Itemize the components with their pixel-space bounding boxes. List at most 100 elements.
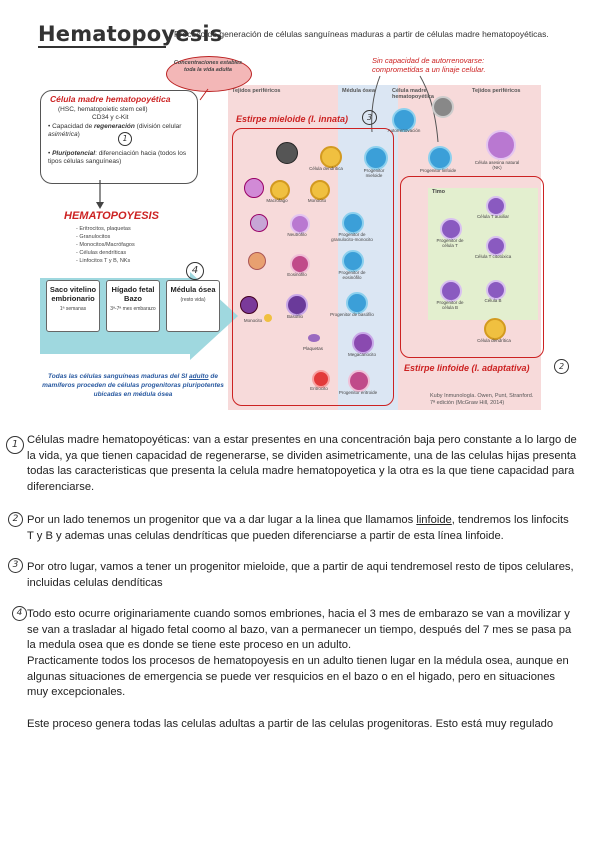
organ-yolk-sac: Saco vitelino embrionario 1ª semanas [46,280,100,332]
lymphoid-progenitor-cell-icon [428,146,452,170]
col-header-stem-cell: Célula madre hematopoyética [392,88,434,100]
dendritic-lymphoid-cell-icon [484,318,506,340]
myeloid-lineage-frame [232,128,394,406]
t-helper-cell-icon [486,196,506,216]
hsc-b1-d: asimétrica [48,131,78,138]
gm-progenitor-label: Progenitor de granulocito-monocito [331,232,373,242]
stable-concentration-oval [166,56,252,92]
nk-cell-icon [486,130,516,160]
circle-number-myeloid: 3 [362,110,377,125]
autorenov-label: Autorrenovación [387,128,421,133]
eos-progenitor-cell-icon [342,250,364,272]
lymphoid-lineage-frame [400,176,544,358]
megakaryocyte-cell-icon [352,332,374,354]
b-progenitor-label: Progenitor de célula B [436,300,464,310]
t-cytotoxic-label: Célula T citotóxica [474,254,512,259]
monocyte-small-label: Monocito [243,318,263,323]
col-header-tissue-right: Tejidos periféricos [472,88,521,94]
list-item: - Monocitos/Macrófagos [76,242,135,248]
hematopoiesis-list-title: HEMATOPOYESIS [64,210,159,222]
b-progenitor-cell-icon [440,280,462,302]
macrophage-photo-icon [244,178,264,198]
eosinophil-label: Eosinófilo [287,272,307,277]
lymphoid-progenitor-label: Progenitor linfoide [419,168,457,173]
figure-subtitle: Proceso de generación de células sanguín… [174,29,549,39]
col-header-bone-marrow: Médula ósea [342,88,376,94]
paragraph-number-4: 4 [12,606,27,621]
t-progenitor-label: Progenitor de célula T [436,238,464,248]
hsc-b1-e: ) [77,131,80,138]
t-cytotoxic-cell-icon [486,236,506,256]
myeloid-lineage-label: Estirpe mieloide (I. innata) [236,114,349,124]
adult-origin-note: Todas las células sanguíneas maduras del… [42,373,224,398]
macrophage-cell-icon [270,180,290,200]
monocyte-label: Monocito [307,198,327,203]
dendritic-label-1: Célula dendrítica [309,166,343,171]
erythrocyte-cell-icon [312,370,330,388]
myeloid-progenitor-label: Progenitor mieloide [363,168,385,178]
neutrophil-cell-icon [290,214,310,234]
red-note-arrows [371,75,439,143]
circle-number-hsc: 1 [118,132,132,146]
hsc-markers: CD34 y c-Kit [92,114,129,121]
paragraph-number-2: 2 [8,512,23,527]
eos-progenitor-label: Progenitor de eosinófilo [338,270,366,280]
paragraph-regulation: Este proceso genera todas las celulas ad… [27,718,554,730]
basophil-photo-icon [240,296,258,314]
basophil-cell-icon [286,294,308,316]
hematopoiesis-list: - Eritrocitos, plaquetas - Granulocitos … [76,226,135,264]
no-self-renewal-line1: Sin capacidad de autorrenovarse: [372,56,485,65]
paragraph-myeloid: Por otro lugar, vamos a tener un progeni… [27,561,574,589]
organ-fetal-liver: Hígado fetal Bazo 3ª-7ª mes embarazo [106,280,160,332]
baso-progenitor-label: Progenitor de basófilo [330,312,374,317]
hsc-cell-icon [392,108,416,132]
paragraph-adult-marrow: Practicamente todos los procesos de hema… [27,655,569,698]
organ-period: 1ª semanas [59,306,87,312]
hsc-down-arrow [96,180,104,209]
paragraph-number-3: 3 [8,558,23,573]
dendritic-photo-icon [276,142,298,164]
paragraph-lymphoid: Por un lado tenemos un progenitor que va… [27,514,569,542]
hsc-bullet-regeneration: • Capacidad de regeneración (división ce… [48,123,182,138]
title-underline [38,46,166,48]
hsc-b2-a: Pluripotencial [52,150,96,157]
peripheral-tissue-column-left [228,85,338,410]
gm-progenitor-cell-icon [342,212,364,234]
bone-marrow-column [338,85,398,410]
t-progenitor-cell-icon [440,218,462,240]
macrophage-label: Macrófago [266,198,288,203]
erythrocyte-label: Eritrocito [310,386,328,391]
b-cell-icon [486,280,506,300]
figure-title: Hematopoyesis [38,22,223,46]
lymphoid-lineage-label: Estirpe linfoide (I. adaptativa) [404,363,530,373]
list-item: - Granulocitos [76,234,111,240]
hsc-title: Célula madre hematopoyética [50,94,171,104]
organ-bone-marrow: Médula ósea (resto vida) [166,280,220,332]
neutrophil-photo-icon [250,214,268,232]
monocyte-cell-icon [310,180,330,200]
circle-number-lymphoid: 2 [554,359,569,374]
t-helper-label: Célula T auxiliar [476,214,510,219]
basophil-label: Basófilo [286,314,303,319]
organ-name: Hígado fetal Bazo [111,285,155,303]
platelets-icon [308,334,320,342]
hsc-b1-b: regeneración [94,123,135,130]
hsc-b1-c: (división celular [134,123,182,130]
hsc-bullet-pluripotent: • Pluripotencial: diferenciación hacia (… [48,150,187,165]
eosinophil-photo-icon [248,252,266,270]
list-item: - Células dendríticas [76,250,127,256]
circle-number-organs: 4 [186,262,204,280]
stable-concentration-note: Concentraciones estables toda la vida ad… [173,60,243,73]
organ-period: 3ª-7ª mes embarazo [110,306,156,312]
thymus-label: Timo [432,189,446,195]
megakaryocyte-label: Megacariocito [347,352,376,357]
b-cell-label: Célula B [484,298,502,303]
figure-credit: Kuby Inmunología. Owen, Punt, Stranford.… [430,393,534,406]
neutrophil-label: Neutrófilo [287,232,307,237]
erythroid-progenitor-label: Progenitor eritroide [338,390,378,395]
organ-name: Saco vitelino embrionario [49,285,97,303]
dendritic-cell-icon [320,146,342,168]
col-header-tissue-left: Tejidos periféricos [232,88,281,94]
baso-progenitor-cell-icon [346,292,368,314]
paragraph-embryonic: Todo esto ocurre originariamente cuando … [27,608,572,651]
